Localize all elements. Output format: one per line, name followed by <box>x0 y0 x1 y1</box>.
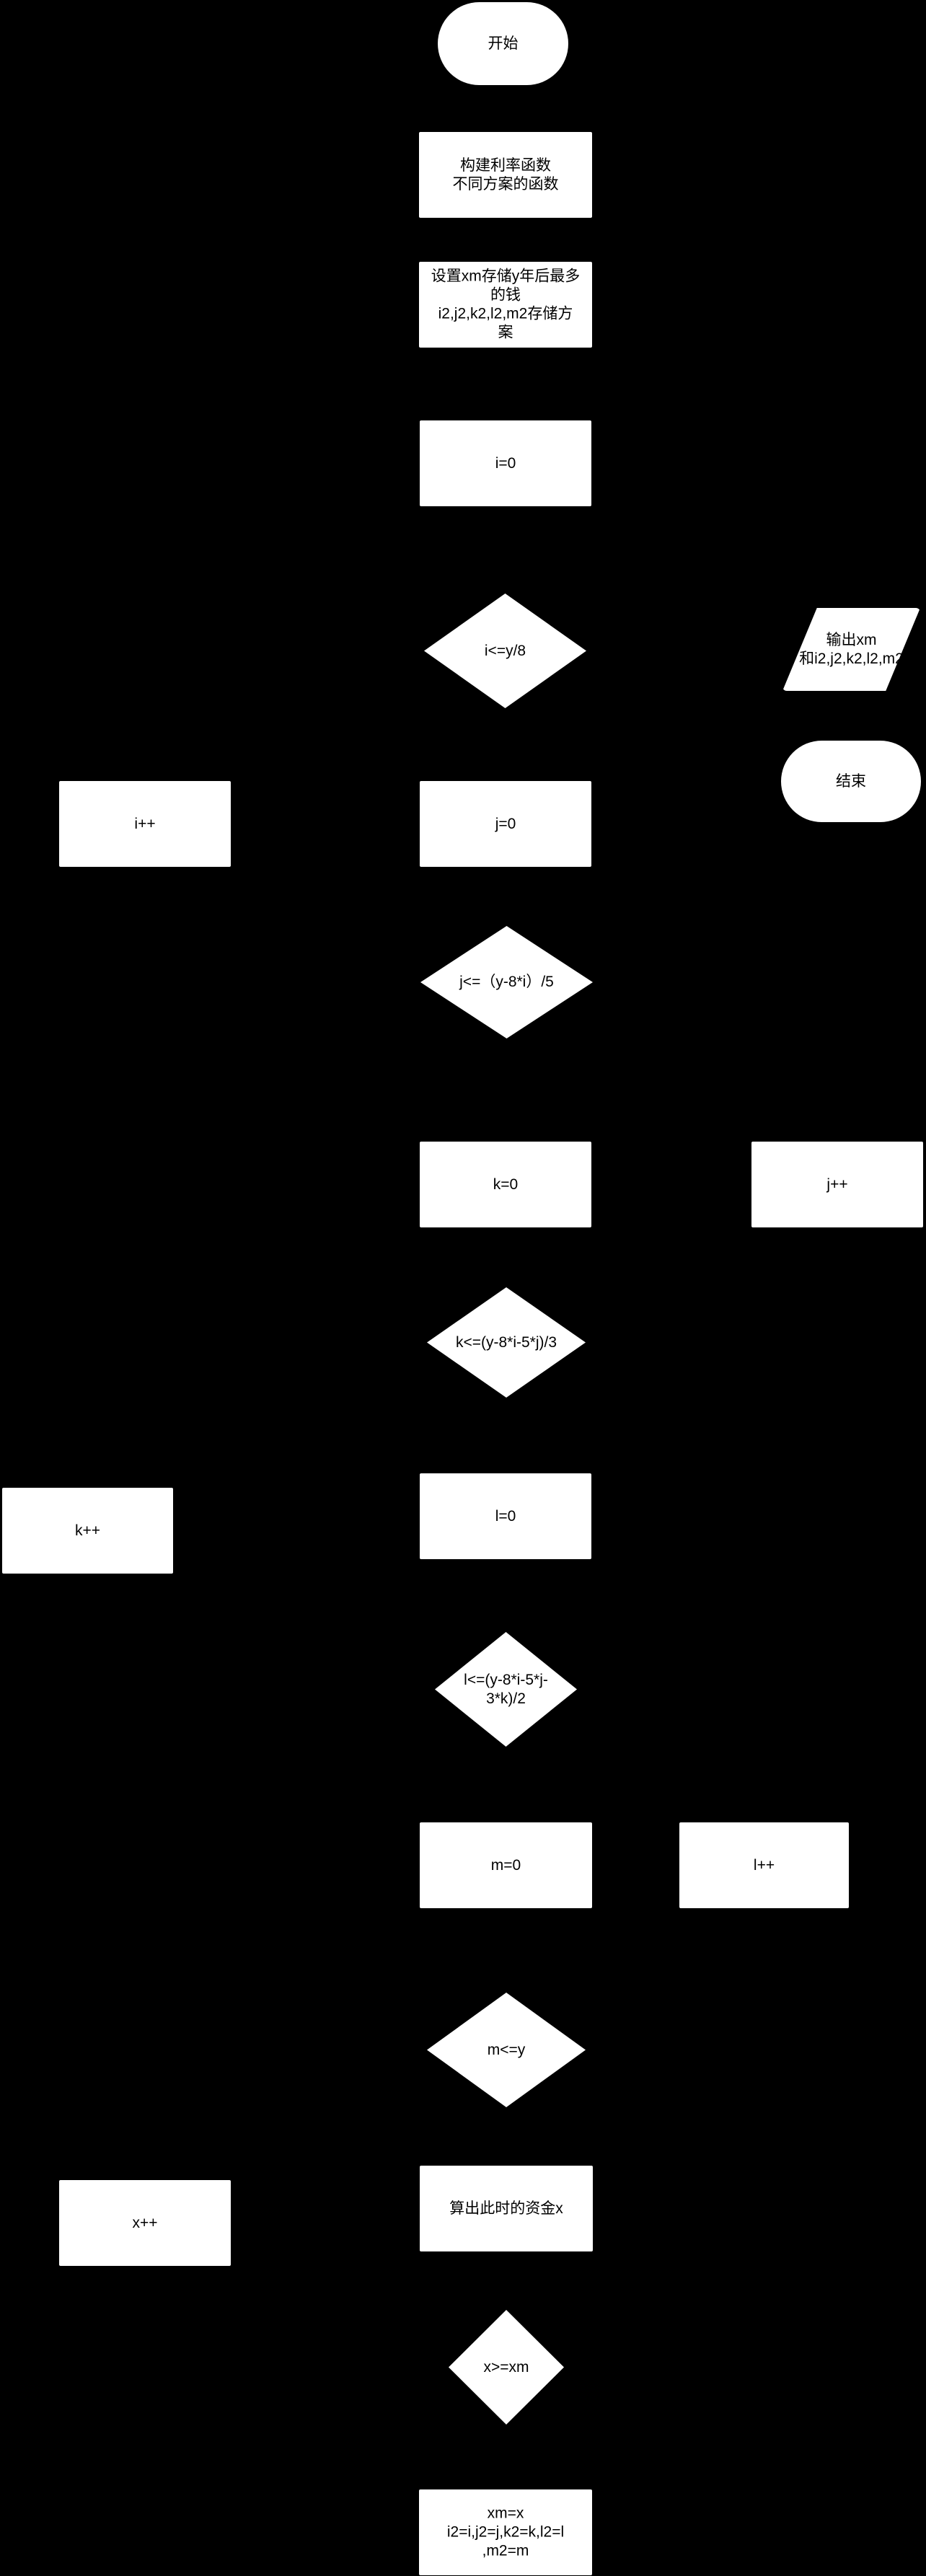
node-l-inc: l++ <box>679 1822 849 1908</box>
node-label: 结束 <box>836 772 866 790</box>
process-shape <box>419 262 592 348</box>
process-shape <box>751 1142 923 1227</box>
node-label: m<=y <box>487 2041 526 2058</box>
terminator-shape <box>438 2 568 85</box>
node-x-inc: x++ <box>59 2180 231 2266</box>
process-shape <box>420 2166 593 2251</box>
process-shape <box>420 1142 591 1227</box>
node-label: xm=x i2=i,j2=j,k2=k,l2=l ,m2=m <box>446 2505 565 2559</box>
node-label: i++ <box>134 815 156 832</box>
node-label: k=0 <box>493 1175 519 1193</box>
node-label: i=0 <box>495 454 516 472</box>
process-shape <box>420 781 591 867</box>
node-label: x>=xm <box>483 2358 529 2376</box>
node-label: l<=(y-8*i-5*j- 3*k)/2 <box>464 1671 548 1707</box>
process-shape <box>59 2180 231 2266</box>
process-shape <box>420 1473 591 1559</box>
process-shape <box>419 2489 592 2575</box>
node-label: x++ <box>132 2214 158 2231</box>
node-label: j++ <box>826 1175 848 1193</box>
node-label: j<=（y-8*i）/5 <box>459 973 554 990</box>
node-label: 设置xm存储y年后最多 的钱 i2,j2,k2,l2,m2存储方 案 <box>431 268 581 341</box>
node-save-best: xm=x i2=i,j2=j,k2=k,l2=l ,m2=m <box>419 2489 592 2575</box>
node-i-init: i=0 <box>420 420 591 506</box>
node-m-init: m=0 <box>420 1822 592 1908</box>
node-label: i<=y/8 <box>484 642 526 659</box>
node-label: m=0 <box>490 1856 521 1874</box>
node-label: k++ <box>74 1522 101 1539</box>
node-k-inc: k++ <box>2 1488 173 1574</box>
node-label: l++ <box>753 1856 775 1874</box>
process-shape <box>59 781 231 867</box>
node-calc-funds: 算出此时的资金x <box>420 2166 593 2251</box>
process-shape <box>420 1822 592 1908</box>
node-k-init: k=0 <box>420 1142 591 1227</box>
node-label: 输出xm 和i2,j2,k2,l2,m2 <box>799 631 904 667</box>
node-j-init: j=0 <box>420 781 591 867</box>
node-build-func: 构建利率函数 不同方案的函数 <box>419 132 592 218</box>
node-m-cond: m<=y <box>427 1993 586 2107</box>
node-l-init: l=0 <box>420 1473 591 1559</box>
node-k-cond: k<=(y-8*i-5*j)/3 <box>427 1287 586 1398</box>
node-i-inc: i++ <box>59 781 231 867</box>
process-shape <box>2 1488 173 1574</box>
process-shape <box>419 132 592 218</box>
node-init-vars: 设置xm存储y年后最多 的钱 i2,j2,k2,l2,m2存储方 案 <box>419 262 592 348</box>
process-shape <box>420 420 591 506</box>
node-label: 开始 <box>488 35 519 52</box>
node-label: j=0 <box>495 815 516 832</box>
node-label: k<=(y-8*i-5*j)/3 <box>455 1333 557 1351</box>
node-j-inc: j++ <box>751 1142 923 1227</box>
node-label: l=0 <box>495 1507 516 1525</box>
node-i-cond: i<=y/8 <box>424 594 586 708</box>
node-l-cond: l<=(y-8*i-5*j- 3*k)/2 <box>435 1632 577 1747</box>
node-x-cond: x>=xm <box>449 2310 564 2425</box>
node-label: 构建利率函数 不同方案的函数 <box>452 156 559 193</box>
node-label: 算出此时的资金x <box>449 2200 563 2217</box>
node-output: 输出xm 和i2,j2,k2,l2,m2 <box>782 608 920 691</box>
node-start: 开始 <box>438 2 568 85</box>
node-j-cond: j<=（y-8*i）/5 <box>420 926 593 1038</box>
terminator-shape <box>781 741 921 822</box>
node-end: 结束 <box>781 741 921 822</box>
process-shape <box>679 1822 849 1908</box>
